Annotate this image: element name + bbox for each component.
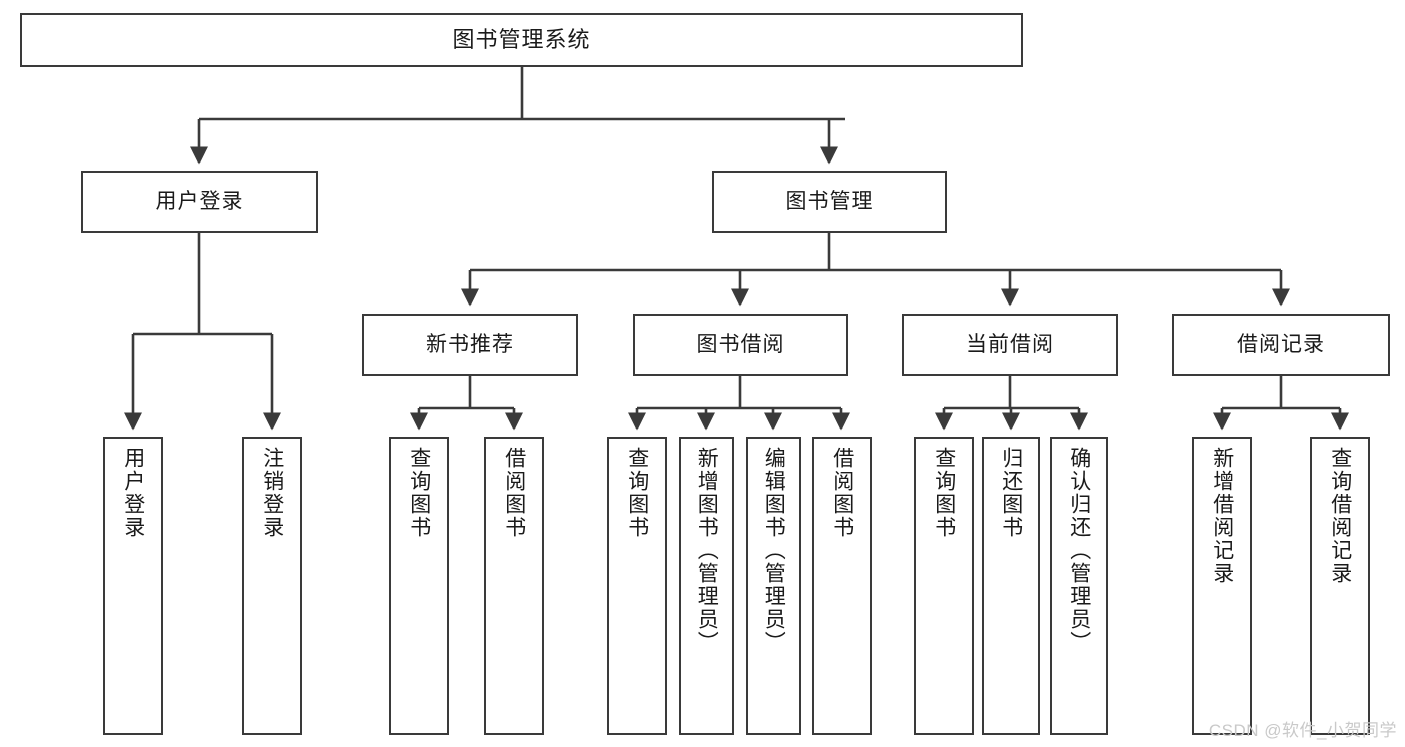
csdn-watermark: CSDN @软件_小贺同学 (1208, 721, 1397, 740)
leaf-label: 新增图书（管理员） (695, 447, 719, 654)
leaf-label: 编辑图书（管理员） (762, 447, 786, 654)
leaf-book-borrow-edit-book[interactable]: 编辑图书（管理员） (746, 437, 801, 735)
leaf-label: 归还图书 (999, 447, 1023, 539)
leaf-label: 新增借阅记录 (1210, 447, 1234, 585)
leaf-label: 查询借阅记录 (1328, 447, 1352, 585)
node-root-system[interactable]: 图书管理系统 (20, 13, 1023, 67)
node-book-management[interactable]: 图书管理 (712, 171, 947, 233)
leaf-user-login-logout[interactable]: 注销登录 (242, 437, 302, 735)
leaf-label: 查询图书 (932, 447, 956, 539)
leaf-current-borrow-confirm-return[interactable]: 确认归还（管理员） (1050, 437, 1108, 735)
leaf-borrow-record-query-record[interactable]: 查询借阅记录 (1310, 437, 1370, 735)
leaf-book-borrow-query-book[interactable]: 查询图书 (607, 437, 667, 735)
leaf-book-borrow-borrow-book[interactable]: 借阅图书 (812, 437, 872, 735)
node-current-borrow[interactable]: 当前借阅 (902, 314, 1118, 376)
node-borrow-record[interactable]: 借阅记录 (1172, 314, 1390, 376)
leaf-borrow-record-add-record[interactable]: 新增借阅记录 (1192, 437, 1252, 735)
leaf-current-borrow-return-book[interactable]: 归还图书 (982, 437, 1040, 735)
leaf-new-book-borrow-book[interactable]: 借阅图书 (484, 437, 544, 735)
node-new-book-recommend[interactable]: 新书推荐 (362, 314, 578, 376)
leaf-user-login-login[interactable]: 用户登录 (103, 437, 163, 735)
node-book-borrow[interactable]: 图书借阅 (633, 314, 848, 376)
leaf-label: 借阅图书 (502, 447, 526, 539)
leaf-label: 查询图书 (625, 447, 649, 539)
leaf-label: 注销登录 (260, 447, 284, 539)
node-user-login[interactable]: 用户登录 (81, 171, 318, 233)
leaf-label: 确认归还（管理员） (1067, 447, 1091, 654)
leaf-label: 借阅图书 (830, 447, 854, 539)
leaf-label: 用户登录 (121, 447, 145, 539)
leaf-book-borrow-add-book[interactable]: 新增图书（管理员） (679, 437, 734, 735)
leaf-new-book-query-book[interactable]: 查询图书 (389, 437, 449, 735)
leaf-label: 查询图书 (407, 447, 431, 539)
leaf-current-borrow-query-book[interactable]: 查询图书 (914, 437, 974, 735)
